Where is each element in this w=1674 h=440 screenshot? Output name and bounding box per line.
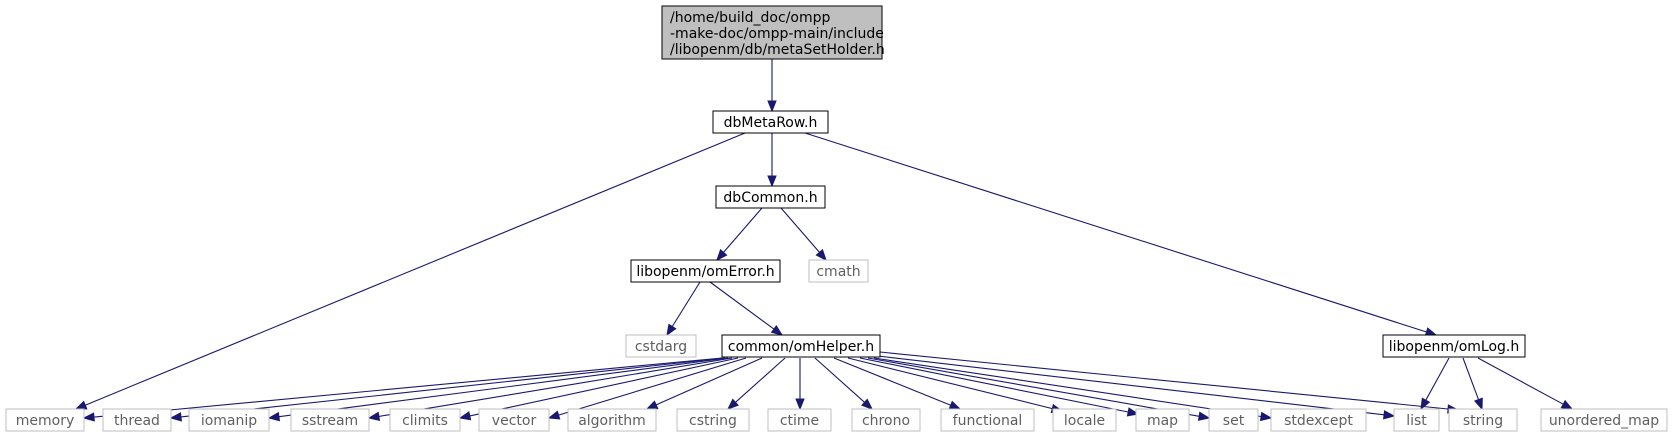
node-omhelper-h[interactable]: common/omHelper.h: [721, 334, 881, 358]
edge-dbmetarow-to-omlog: [804, 132, 1438, 337]
edge-dbcommon-to-omerror: [716, 207, 763, 262]
node-omlog-label: libopenm/omLog.h: [1389, 339, 1520, 355]
root-label-line-1: /home/build_doc/ompp: [670, 10, 831, 26]
node-algorithm-label: algorithm: [578, 413, 646, 429]
node-functional-label: functional: [953, 413, 1023, 429]
edge-omlog-to-list: [1420, 357, 1450, 411]
edge-omhelper-to-string: [879, 351, 1460, 414]
edge-omhelper-to-stdexcept: [873, 357, 1273, 422]
edge-omhelper-to-iomanip: [267, 357, 729, 422]
node-chrono-label: chrono: [862, 413, 910, 429]
node-string-label: string: [1463, 413, 1503, 429]
node-cmath-label: cmath: [816, 264, 860, 280]
edge-omhelper-to-thread: [169, 357, 726, 422]
edge-omhelper-to-sstream: [367, 357, 733, 421]
node-climits: climits: [389, 408, 461, 432]
node-ctime-label: ctime: [780, 413, 819, 429]
node-cstdarg: cstdarg: [625, 334, 697, 358]
edge-omerror-to-cstdarg: [666, 281, 701, 337]
node-sstream: sstream: [290, 408, 370, 432]
node-stdexcept-label: stdexcept: [1284, 413, 1353, 429]
edge-omlog-to-unordered-map: [1477, 357, 1574, 410]
node-thread-label: thread: [114, 413, 160, 429]
node-dbcommon-label: dbCommon.h: [723, 190, 817, 206]
node-memory-label: memory: [16, 413, 75, 429]
edge-omlog-to-string: [1462, 357, 1483, 411]
root-label-line-3: /libopenm/db/metaSetHolder.h: [670, 42, 885, 58]
edge-omhelper-to-chrono: [814, 357, 874, 410]
node-set: set: [1208, 408, 1259, 432]
node-ctime: ctime: [767, 408, 832, 432]
node-list: list: [1393, 408, 1440, 432]
node-locale: locale: [1052, 408, 1117, 432]
edge-omerror-to-omhelper: [709, 281, 784, 336]
node-omhelper-label: common/omHelper.h: [728, 339, 874, 355]
node-chrono: chrono: [851, 408, 921, 432]
edge-omhelper-to-vector: [547, 357, 747, 420]
node-locale-label: locale: [1064, 413, 1105, 429]
edge-omhelper-to-cstring: [726, 357, 786, 410]
node-vector: vector: [478, 408, 550, 432]
edge-omhelper-to-climits: [458, 357, 739, 421]
node-omlog-h[interactable]: libopenm/omLog.h: [1382, 334, 1526, 358]
node-dbmetarow-label: dbMetaRow.h: [724, 115, 818, 131]
node-map: map: [1135, 408, 1190, 432]
node-iomanip-label: iomanip: [201, 413, 257, 429]
node-functional: functional: [940, 408, 1035, 432]
node-dbcommon-h[interactable]: dbCommon.h: [715, 185, 826, 209]
node-cstring-label: cstring: [689, 413, 737, 429]
node-dbmetarow-h[interactable]: dbMetaRow.h: [712, 110, 829, 134]
node-map-label: map: [1147, 413, 1178, 429]
node-metasetholder-h[interactable]: /home/build_doc/ompp -make-doc/ompp-main…: [661, 5, 885, 60]
node-iomanip: iomanip: [188, 408, 270, 432]
root-label-line-2: -make-doc/ompp-main/include: [670, 26, 884, 42]
edge-root-to-dbmetarow: [767, 59, 777, 113]
node-omerror-h[interactable]: libopenm/omError.h: [630, 259, 781, 283]
edge-omhelper-to-map: [859, 357, 1140, 417]
edge-omhelper-to-ctime: [795, 358, 805, 411]
node-unordered-map: unordered_map: [1540, 408, 1668, 432]
node-set-label: set: [1223, 413, 1245, 429]
node-unordered-map-label: unordered_map: [1549, 413, 1659, 429]
node-algorithm: algorithm: [567, 408, 657, 432]
node-thread: thread: [102, 408, 172, 432]
node-memory: memory: [5, 408, 85, 432]
node-list-label: list: [1406, 413, 1427, 429]
node-cstdarg-label: cstdarg: [635, 339, 687, 355]
node-omerror-label: libopenm/omError.h: [636, 264, 774, 280]
node-cstring: cstring: [676, 408, 750, 432]
edge-dbmetarow-to-dbcommon: [767, 133, 777, 188]
node-sstream-label: sstream: [302, 413, 358, 429]
edge-omhelper-to-memory: [82, 357, 723, 422]
edge-omhelper-to-set: [867, 357, 1211, 421]
node-string: string: [1448, 408, 1518, 432]
node-climits-label: climits: [402, 413, 448, 429]
node-cmath: cmath: [808, 259, 869, 283]
node-vector-label: vector: [492, 413, 537, 429]
node-stdexcept: stdexcept: [1270, 408, 1367, 432]
edge-dbcommon-to-cmath: [780, 207, 827, 262]
edge-omhelper-to-list: [877, 355, 1396, 420]
